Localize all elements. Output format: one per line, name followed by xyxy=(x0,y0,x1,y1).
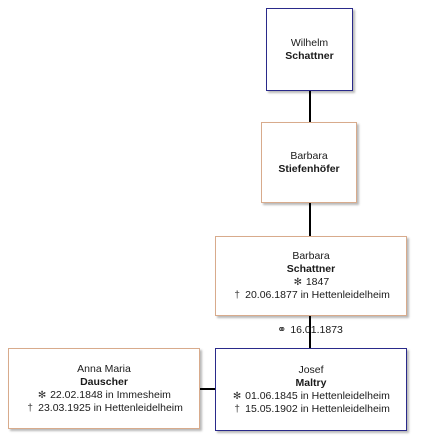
given-name: Barbara xyxy=(290,149,328,162)
birth-line: ✻ 22.02.1848 in Immesheim xyxy=(37,389,171,402)
death-date: 15.05.1902 in Hettenleidelheim xyxy=(245,402,390,415)
death-line: † 23.03.1925 in Hettenleidelheim xyxy=(25,402,183,415)
person-box-anna-maria-dauscher[interactable]: Anna Maria Dauscher ✻ 22.02.1848 in Imme… xyxy=(8,348,200,429)
surname: Dauscher xyxy=(80,375,128,388)
birth-date: 01.06.1845 in Hettenleidelheim xyxy=(245,389,390,402)
birth-line: ✻ 1847 xyxy=(293,276,330,289)
birth-star-icon: ✻ xyxy=(293,277,302,288)
death-date: 23.03.1925 in Hettenleidelheim xyxy=(38,401,183,414)
connector-wilhelm-barbara xyxy=(309,91,311,122)
given-name: Josef xyxy=(298,363,324,376)
death-date: 20.06.1877 in Hettenleidelheim xyxy=(245,289,390,301)
person-box-barbara-schattner[interactable]: Barbara Schattner ✻ 1847 † 20.06.1877 in… xyxy=(215,236,407,316)
given-name: Wilhelm xyxy=(290,36,329,49)
marriage-date: 16.01.1873 xyxy=(290,324,343,336)
surname: Schattner xyxy=(286,263,336,275)
birth-date: 22.02.1848 in Immesheim xyxy=(50,388,171,401)
birth-star-icon: ✻ xyxy=(37,389,47,401)
surname: Maltry xyxy=(295,376,327,389)
death-cross-icon: † xyxy=(27,402,33,414)
person-box-wilhelm-schattner[interactable]: Wilhelm Schattner xyxy=(266,8,353,91)
connector-barbara-marriage xyxy=(309,316,311,348)
given-name: Barbara xyxy=(292,250,330,262)
surname: Stiefenhöfer xyxy=(278,162,340,175)
surname: Schattner xyxy=(285,49,334,62)
person-box-barbara-stiefenhoefer[interactable]: Barbara Stiefenhöfer xyxy=(261,122,357,203)
death-line: † 20.06.1877 in Hettenleidelheim xyxy=(232,289,390,302)
birth-date: 1847 xyxy=(305,276,330,288)
death-line: † 15.05.1902 in Hettenleidelheim xyxy=(232,403,390,416)
person-box-josef-maltry[interactable]: Josef Maltry ✻ 01.06.1845 in Hettenleide… xyxy=(215,348,407,431)
marriage-label: ⚭ 16.01.1873 xyxy=(277,324,343,337)
connector-barbara-barbara xyxy=(309,203,311,236)
marriage-rings-icon: ⚭ xyxy=(277,324,287,336)
given-name: Anna Maria xyxy=(77,362,131,375)
birth-line: ✻ 01.06.1845 in Hettenleidelheim xyxy=(232,390,390,403)
death-cross-icon: † xyxy=(234,290,240,301)
birth-star-icon: ✻ xyxy=(232,390,242,402)
connector-anna-josef xyxy=(200,388,215,390)
death-cross-icon: † xyxy=(234,403,240,415)
